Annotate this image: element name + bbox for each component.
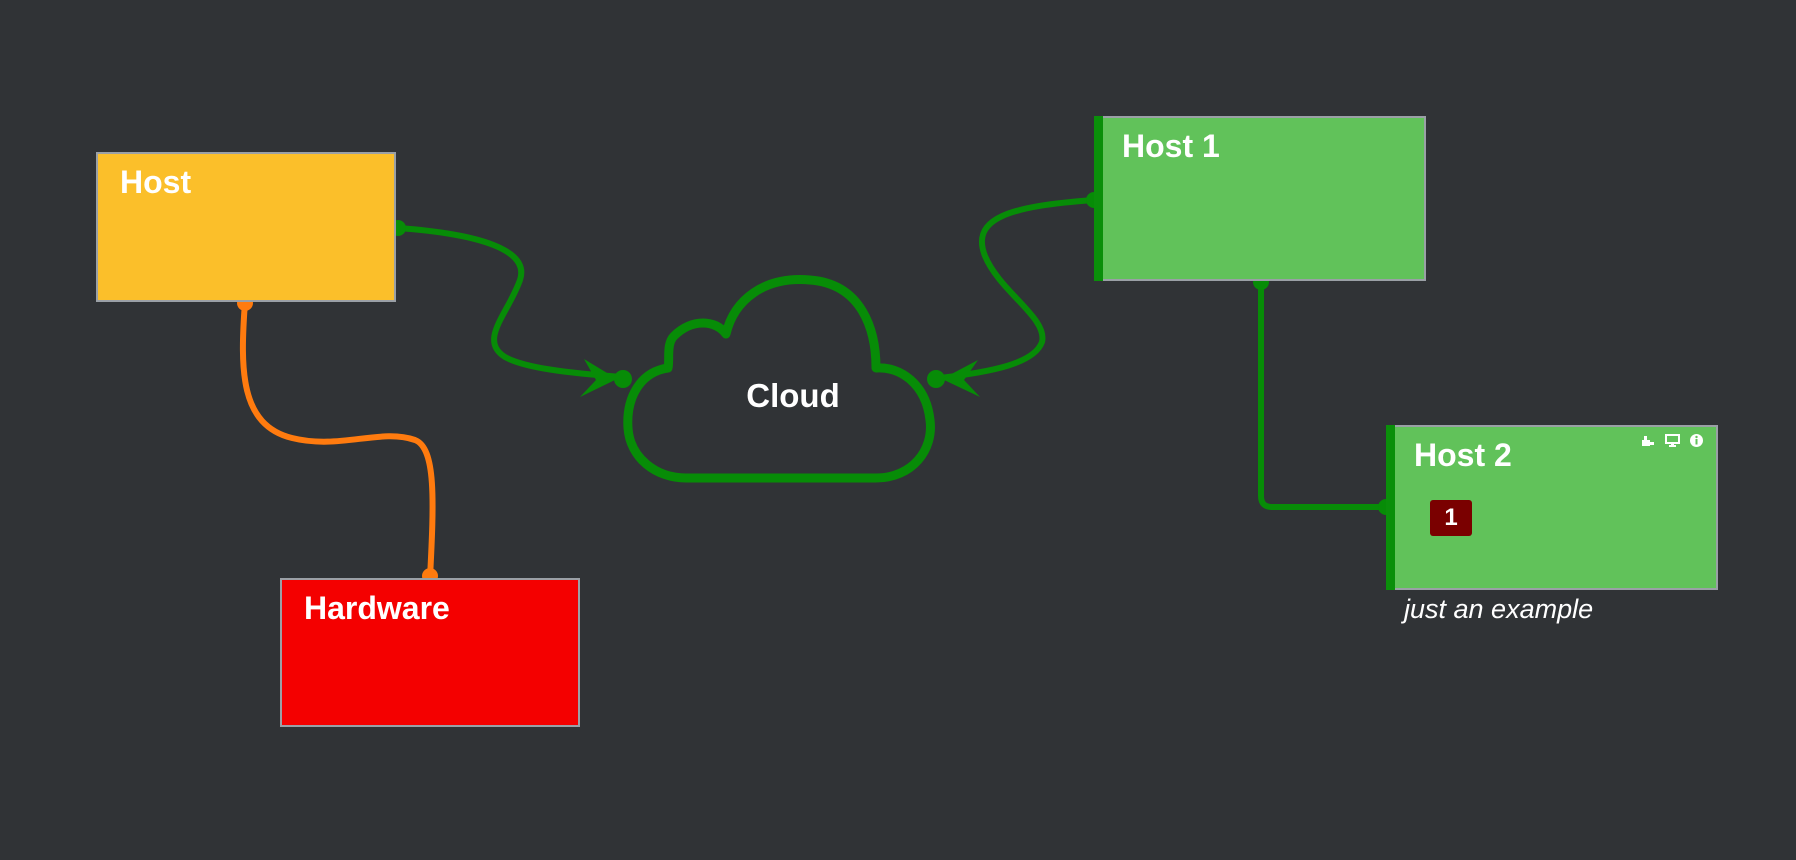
link-host1-cloud[interactable] <box>937 197 1097 381</box>
link-host1-cloud-arrow <box>942 360 980 397</box>
link-host1-cloud-target-dot <box>927 370 945 388</box>
node-host1-title: Host 1 <box>1122 128 1220 164</box>
node-host-title: Host <box>120 164 192 200</box>
node-host1[interactable]: Host 1 <box>1094 116 1426 281</box>
node-cloud-label[interactable]: Cloud <box>746 377 840 414</box>
link-host-hardware[interactable] <box>239 299 436 581</box>
link-host-cloud-arrow <box>580 359 617 397</box>
node-host2-badge[interactable]: 1 <box>1430 500 1472 536</box>
link-host-cloud[interactable] <box>395 225 625 380</box>
node-host[interactable]: Host <box>96 152 396 302</box>
link-host1-host2[interactable] <box>1258 278 1389 510</box>
node-hardware-title: Hardware <box>304 590 450 626</box>
node-host2-caption: just an example <box>1404 594 1594 624</box>
link-host-cloud-target-dot <box>614 370 632 388</box>
info-icon[interactable] <box>1689 433 1704 448</box>
node-hardware[interactable]: Hardware <box>280 578 580 727</box>
monitor-icon[interactable] <box>1665 433 1680 448</box>
plugin-icon[interactable] <box>1641 433 1656 448</box>
node-host2-icon-bar <box>1641 433 1704 448</box>
node-host2[interactable]: Host 2 <box>1386 425 1718 590</box>
node-host2-title: Host 2 <box>1414 437 1512 473</box>
